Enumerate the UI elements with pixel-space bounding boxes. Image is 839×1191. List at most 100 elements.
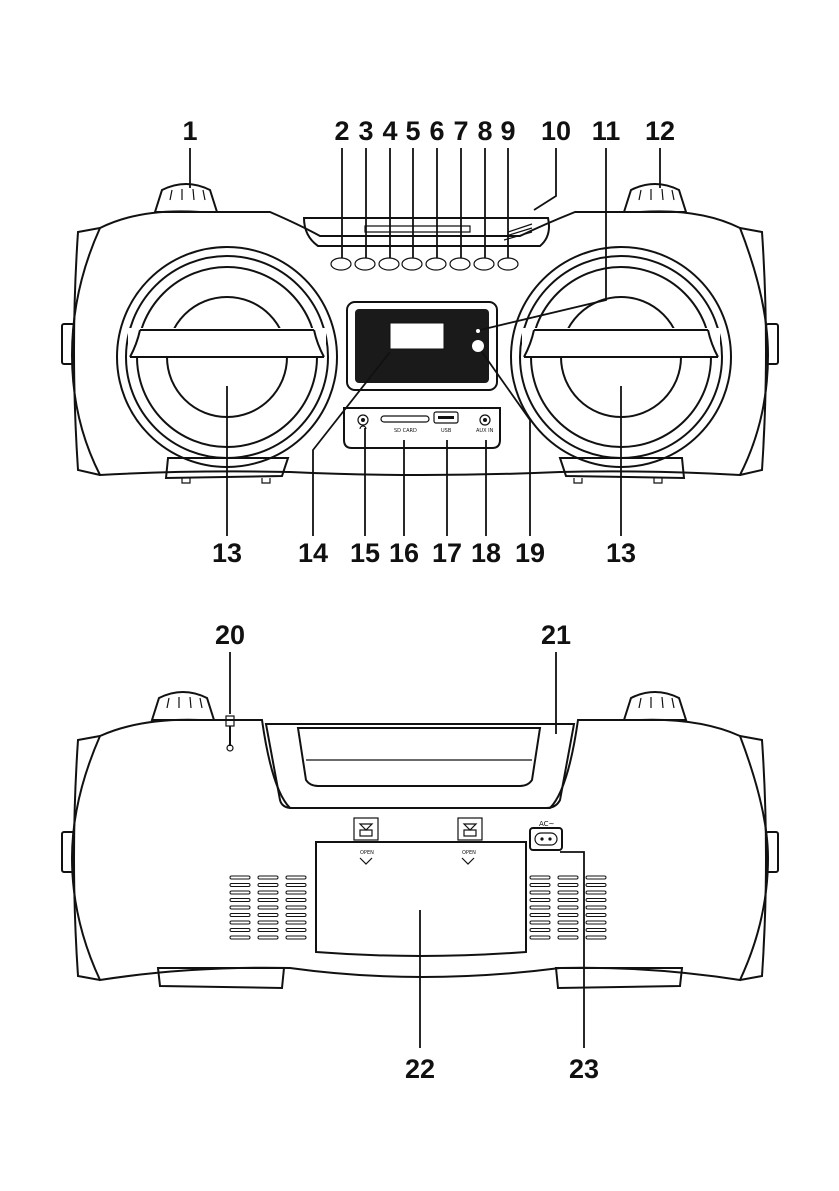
callout-17: 17 [432,538,462,568]
vent-slot [558,936,578,939]
vent-slot [558,921,578,924]
vent-slot [530,914,550,917]
left-end-cap [74,228,100,475]
vent-slot [258,921,278,924]
right-vents [530,876,606,939]
vent-slot [230,884,250,887]
callout-13-right: 13 [606,538,636,568]
button-4[interactable] [379,258,399,270]
button-3[interactable] [355,258,375,270]
vent-slot [530,876,550,879]
rear-left-knob [152,692,214,720]
vent-slot [286,936,306,939]
vent-slot [586,929,606,932]
button-7[interactable] [450,258,470,270]
callout-14: 14 [298,538,328,568]
callout-19: 19 [515,538,545,568]
vent-slot [286,899,306,902]
vent-slot [258,906,278,909]
vent-slot [230,914,250,917]
vent-slot [230,899,250,902]
vent-slot [586,884,606,887]
vent-slot [258,936,278,939]
vent-slot [230,936,250,939]
usb-label: USB [441,428,452,434]
front-view: SD CARD USB AUX IN [62,116,778,568]
vent-slot [258,929,278,932]
left-latch [354,818,378,840]
callout-13-left: 13 [212,538,242,568]
callout-10: 10 [541,116,571,146]
rear-view: OPEN OPEN AC~ 20 21 22 23 [62,620,778,1084]
callout-6: 6 [429,116,444,146]
vent-slot [530,929,550,932]
front-right-foot [560,458,684,478]
button-9[interactable] [498,258,518,270]
rear-cd-compartment [266,724,574,808]
vent-slot [586,921,606,924]
sd-card-slot [381,416,429,422]
vent-slot [286,929,306,932]
vent-slot [586,876,606,879]
vent-slot [258,914,278,917]
vent-slot [258,876,278,879]
vent-slot [258,899,278,902]
vent-slot [230,891,250,894]
vent-slot [586,914,606,917]
callout-16: 16 [389,538,419,568]
vent-slot [586,899,606,902]
ac-input-label: AC~ [539,820,555,828]
vent-slot [558,876,578,879]
button-5[interactable] [402,258,422,270]
vent-slot [530,906,550,909]
sd-card-label: SD CARD [394,428,417,434]
headphone-jack [358,415,368,429]
callout-22: 22 [405,1054,435,1084]
vent-slot [230,921,250,924]
vent-slot [530,936,550,939]
battery-compartment-cover[interactable] [316,842,526,956]
vent-slot [558,891,578,894]
vent-slot [258,884,278,887]
callout-18: 18 [471,538,501,568]
vent-slot [230,929,250,932]
button-2[interactable] [331,258,351,270]
callout-5: 5 [405,116,420,146]
callout-20: 20 [215,620,245,650]
callout-4: 4 [382,116,397,146]
vent-slot [530,891,550,894]
vent-slot [558,899,578,902]
rear-right-knob [624,692,686,720]
vent-slot [286,921,306,924]
left-knob [155,184,217,212]
cd-lid-slot [365,226,470,232]
vent-slot [286,906,306,909]
vent-slot [286,914,306,917]
vent-slot [586,891,606,894]
rear-callouts: 20 21 22 23 [215,620,599,1084]
callout-23: 23 [569,1054,599,1084]
vent-slot [558,914,578,917]
vent-slot [286,884,306,887]
vent-slot [530,884,550,887]
indicator-led [476,329,480,333]
vent-slot [286,876,306,879]
vent-slot [586,936,606,939]
button-6[interactable] [426,258,446,270]
callout-21: 21 [541,620,571,650]
callout-2: 2 [334,116,349,146]
vent-slot [558,884,578,887]
ir-sensor [472,340,484,352]
right-knob [624,184,686,212]
fm-antenna [226,716,234,751]
callout-8: 8 [477,116,492,146]
callout-1: 1 [182,116,197,146]
callout-11: 11 [592,116,621,146]
callout-7: 7 [453,116,468,146]
vent-slot [258,891,278,894]
vent-slot [230,906,250,909]
button-8[interactable] [474,258,494,270]
vent-slot [586,906,606,909]
callout-15: 15 [350,538,380,568]
